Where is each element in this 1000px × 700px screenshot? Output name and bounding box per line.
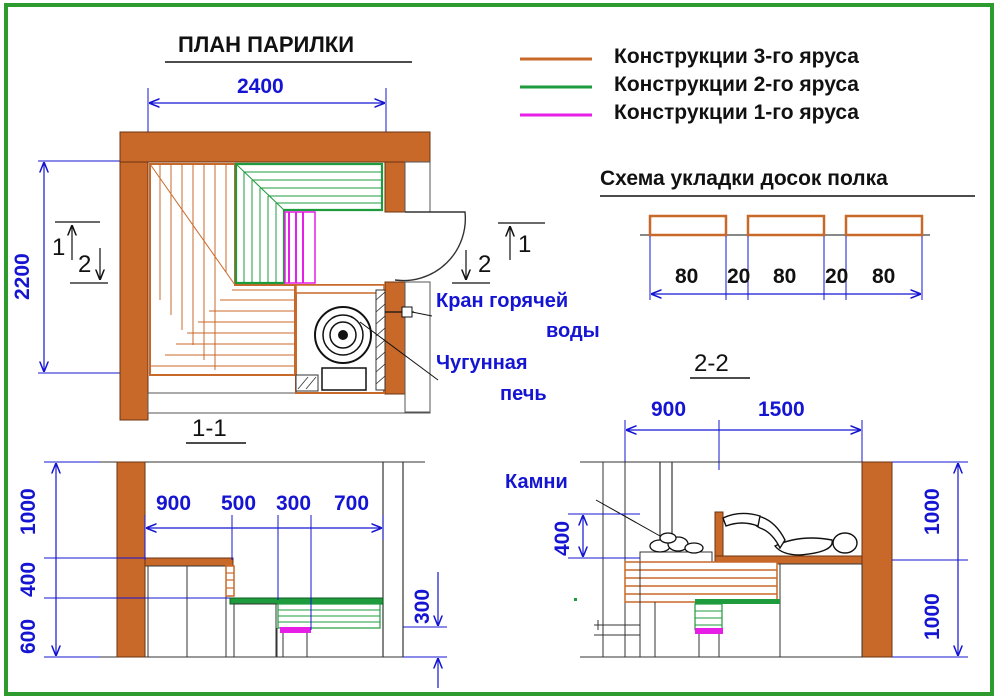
board-scheme <box>600 195 975 300</box>
plan-view <box>38 61 545 421</box>
stones-icon <box>649 532 704 554</box>
plan-title: ПЛАН ПАРИЛКИ <box>178 32 354 57</box>
plan-section-mark-left-1: 1 <box>52 234 66 261</box>
plan-width-dim: 2400 <box>237 75 284 98</box>
wall-left <box>119 161 149 421</box>
plan-section-mark-right-1: 1 <box>518 231 532 258</box>
plan-section-mark-right-2: 2 <box>478 251 492 278</box>
sec11-shelf-tier2 <box>229 597 384 605</box>
sec22-shelf-tier1 <box>695 628 723 634</box>
legend-label-tier1: Конструкции 1-го яруса <box>614 101 859 124</box>
section-2-2 <box>568 377 968 658</box>
board-dim-5: 80 <box>872 265 896 288</box>
board-3 <box>844 214 924 237</box>
sec22-stove <box>639 551 713 563</box>
board-1 <box>648 214 728 237</box>
sec22-right-dim-1: 1000 <box>921 488 944 535</box>
sec11-top-dim-4: 700 <box>334 492 370 515</box>
legend-label-tier3: Конструкции 3-го яруса <box>614 45 859 68</box>
sec22-right-dim-2: 1000 <box>921 593 944 640</box>
section-1-1 <box>44 442 447 688</box>
sec11-right-dim: 300 <box>411 588 434 624</box>
board-scheme-title: Схема укладки досок полка <box>600 167 888 190</box>
wall-right-upper <box>384 161 406 213</box>
sec22-top-dim-2: 1500 <box>758 398 805 421</box>
section-2-2-title: 2-2 <box>694 350 729 377</box>
label-stones: Камни <box>505 471 568 493</box>
label-stove-line1: Чугунная <box>436 352 528 374</box>
sec11-top-dim-2: 500 <box>221 492 257 515</box>
label-hot-water-tap-line2: воды <box>546 320 600 342</box>
label-hot-water-tap-line1: Кран горячей <box>436 290 569 312</box>
wall-bottom <box>147 392 431 414</box>
stove-base <box>321 367 367 391</box>
label-stove-line2: печь <box>500 383 547 405</box>
board-2 <box>746 214 826 237</box>
sec22-left-dim: 400 <box>551 520 574 556</box>
sec11-wall-left <box>116 461 146 658</box>
sec22-top-dim-1: 900 <box>651 398 687 421</box>
wall-top <box>119 131 431 163</box>
sec11-left-dim-3: 600 <box>17 618 40 654</box>
legend-label-tier2: Конструкции 2-го яруса <box>614 73 859 96</box>
sec11-top-dim-3: 300 <box>276 492 312 515</box>
door-swing <box>394 211 467 282</box>
sec11-shelf-tier1 <box>280 627 311 633</box>
legend-swatches <box>520 57 592 117</box>
wall-right-lower <box>384 281 406 395</box>
person-figure <box>722 512 858 556</box>
board-dim-4: 20 <box>825 265 849 288</box>
tap-icon <box>401 306 413 318</box>
plan-section-mark-left-2: 2 <box>78 251 92 278</box>
sec11-left-dim-1: 1000 <box>17 488 40 535</box>
sec11-top-dim-1: 900 <box>156 492 192 515</box>
outer-frame <box>4 3 994 696</box>
section-1-1-title: 1-1 <box>192 415 227 442</box>
sec22-wall-right <box>861 461 893 658</box>
board-dim-2: 20 <box>727 265 751 288</box>
sec22-shelf-tier2 <box>695 599 780 604</box>
board-dim-3: 80 <box>773 265 797 288</box>
sec11-shelf-tier3 <box>144 557 234 567</box>
board-dim-1: 80 <box>675 265 699 288</box>
sec11-left-dim-2: 400 <box>17 561 40 597</box>
plan-height-dim: 2200 <box>11 253 34 300</box>
